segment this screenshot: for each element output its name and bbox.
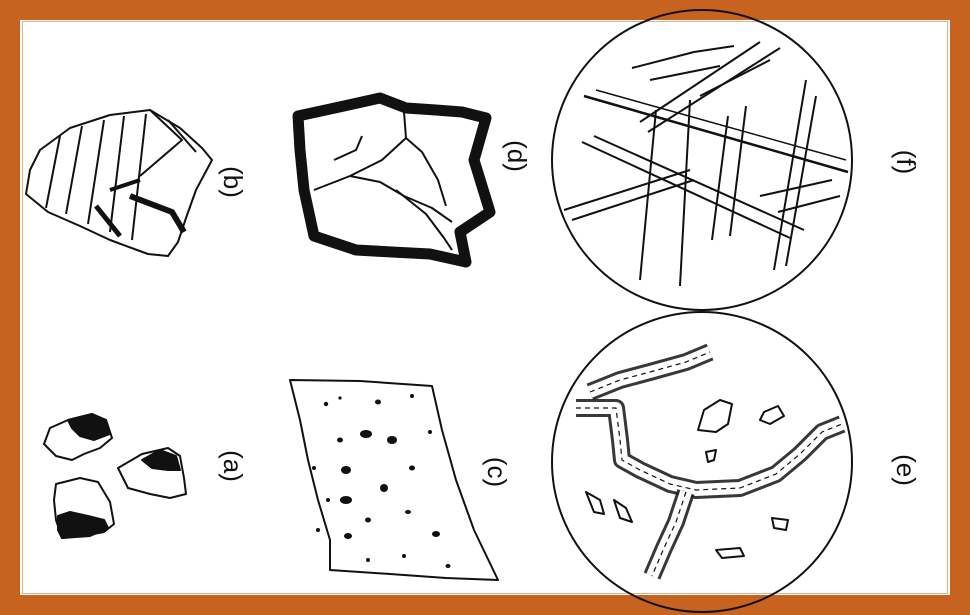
label-d: (d) bbox=[502, 140, 532, 172]
label-a: (a) bbox=[218, 450, 248, 482]
panel-d-rimmed-grain bbox=[292, 92, 496, 268]
label-e: (e) bbox=[891, 454, 921, 486]
label-c: (c) bbox=[482, 456, 512, 488]
panel-b-fractured-grain bbox=[25, 109, 213, 257]
figure-panel bbox=[22, 21, 948, 594]
panel-c-speckled-grain bbox=[289, 379, 499, 581]
panel-f-twinned-section bbox=[551, 9, 853, 311]
panel-c-specks bbox=[312, 394, 451, 568]
label-f: (f) bbox=[891, 149, 921, 175]
panel-e-thin-section bbox=[551, 311, 853, 613]
label-b: (b) bbox=[218, 166, 248, 198]
panel-a-grains bbox=[43, 413, 187, 539]
